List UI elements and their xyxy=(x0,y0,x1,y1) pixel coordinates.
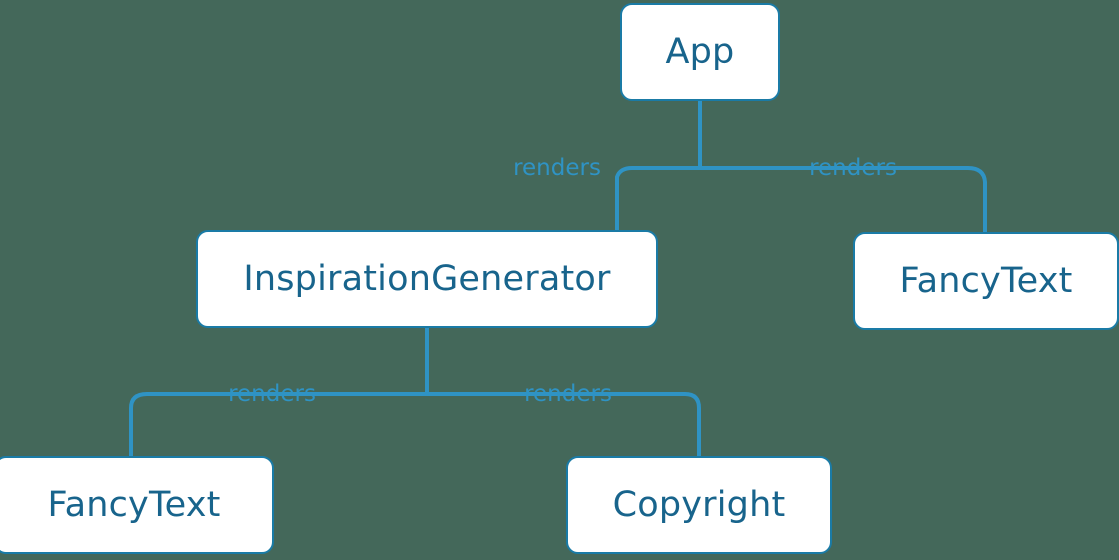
node-inspirationgenerator[interactable]: InspirationGenerator xyxy=(196,230,658,328)
edge-app-to-inspiration xyxy=(615,166,702,232)
node-inspirationgenerator-label: InspirationGenerator xyxy=(243,259,611,299)
edge-inspiration-to-fancytext-left xyxy=(129,392,429,458)
edge-app-to-fancytext-right xyxy=(698,166,987,234)
edge-label-app-to-fancytext-right: renders xyxy=(809,155,897,181)
node-app[interactable]: App xyxy=(620,3,780,101)
edge-label-app-to-inspiration: renders xyxy=(513,155,601,181)
node-fancytext-left-label: FancyText xyxy=(47,485,221,525)
node-copyright-label: Copyright xyxy=(612,485,786,525)
node-fancytext-right[interactable]: FancyText xyxy=(853,232,1119,330)
node-copyright[interactable]: Copyright xyxy=(566,456,832,554)
node-app-label: App xyxy=(665,32,735,72)
node-fancytext-left[interactable]: FancyText xyxy=(0,456,274,554)
edge-inspiration-to-copyright xyxy=(425,392,701,458)
node-fancytext-right-label: FancyText xyxy=(899,261,1073,301)
edge-label-inspiration-to-fancytext-left: renders xyxy=(228,381,316,407)
edge-label-inspiration-to-copyright: renders xyxy=(524,381,612,407)
